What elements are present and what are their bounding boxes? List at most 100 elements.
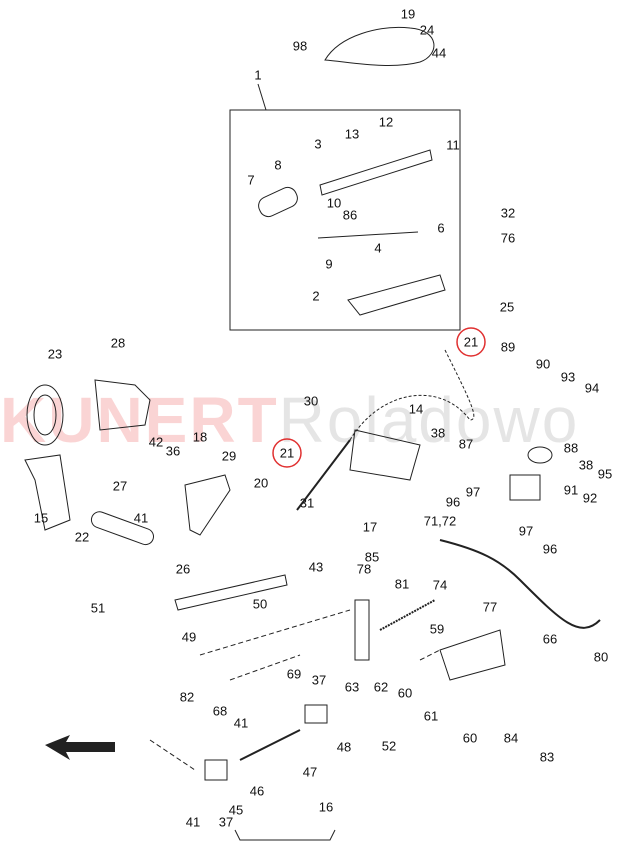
callout-28: 28 (110, 335, 126, 351)
highlight-circle (272, 438, 302, 468)
callout-32: 32 (500, 205, 516, 221)
callout-61: 61 (423, 708, 439, 724)
part-19-cover (324, 27, 435, 66)
callout-24: 24 (419, 22, 435, 38)
callout-9: 9 (325, 256, 333, 272)
callout-50: 50 (252, 596, 268, 612)
callout-22: 22 (74, 529, 90, 545)
callout-60: 60 (462, 730, 478, 746)
callout-37: 37 (311, 672, 327, 688)
callout-62: 62 (373, 679, 389, 695)
part-21-cable-rod (296, 439, 351, 511)
highlight-circle (456, 327, 486, 357)
part-47-rod (239, 729, 301, 761)
part-28-sleeve (94, 379, 151, 431)
callout-93: 93 (560, 369, 576, 385)
callout-96: 96 (542, 541, 558, 557)
callout-10: 10 (326, 195, 342, 211)
callout-90: 90 (535, 356, 551, 372)
part-23-bearing (26, 384, 64, 446)
part-14-bracket (349, 429, 421, 481)
callout-36: 36 (165, 443, 181, 459)
part-49-bar (174, 574, 288, 611)
part-48-clevis (304, 704, 328, 724)
callout-88: 88 (563, 440, 579, 456)
callout-92: 92 (582, 490, 598, 506)
callout-6: 6 (437, 220, 445, 236)
part-22-shaft (90, 511, 154, 546)
callout-41: 41 (133, 510, 149, 526)
callout-91: 91 (563, 482, 579, 498)
callout-81: 81 (394, 576, 410, 592)
watermark: KUNERTRoladowo (0, 383, 579, 457)
assembly-box (229, 109, 461, 331)
callout-97: 97 (465, 484, 481, 500)
callout-41: 41 (233, 715, 249, 731)
callout-21: 21 (463, 334, 479, 350)
part-88-valve (509, 474, 541, 501)
part-3-bracket (319, 149, 433, 196)
callout-7: 7 (247, 172, 255, 188)
callout-16: 16 (318, 799, 334, 815)
callout-29: 29 (221, 448, 237, 464)
callout-15: 15 (33, 510, 49, 526)
callout-18: 18 (192, 429, 208, 445)
callout-98: 98 (292, 38, 308, 54)
callout-41: 41 (185, 814, 201, 830)
callout-52: 52 (381, 738, 397, 754)
callout-66: 66 (542, 631, 558, 647)
callout-51: 51 (90, 600, 106, 616)
callout-45: 45 (228, 802, 244, 818)
callout-13: 13 (344, 126, 360, 142)
callout-25: 25 (499, 299, 515, 315)
callout-4: 4 (374, 240, 382, 256)
callout-69: 69 (286, 666, 302, 682)
callout-44: 44 (431, 45, 447, 61)
callout-20: 20 (253, 475, 269, 491)
part-45-clevis (204, 759, 228, 781)
callout-95: 95 (597, 466, 613, 482)
callout-3: 3 (314, 136, 322, 152)
callout-59: 59 (429, 621, 445, 637)
callout-8: 8 (274, 157, 282, 173)
direction-arrow-icon (45, 735, 115, 760)
callout-2: 2 (312, 288, 320, 304)
callout-11: 11 (446, 137, 460, 153)
callout-77: 77 (482, 599, 498, 615)
callout-43: 43 (308, 559, 324, 575)
callout-89: 89 (500, 339, 516, 355)
callout-96: 96 (445, 494, 461, 510)
group-16-bracket (234, 829, 336, 841)
bearing-inner (33, 394, 57, 436)
callout-97: 97 (518, 523, 534, 539)
part-29-lever (184, 474, 231, 536)
callout-23: 23 (47, 346, 63, 362)
callout-12: 12 (378, 114, 394, 130)
valve-cap (527, 446, 553, 464)
callout-31: 31 (299, 495, 315, 511)
callout-21: 21 (279, 445, 295, 461)
callout-38: 38 (578, 457, 594, 473)
watermark-brand: KUNERT (0, 384, 279, 456)
callout-68: 68 (212, 703, 228, 719)
part-15-fork (24, 454, 71, 531)
callout-80: 80 (593, 649, 609, 665)
callout-47: 47 (302, 764, 318, 780)
callout-17: 17 (362, 519, 378, 535)
callout-82: 82 (179, 689, 195, 705)
callout-1: 1 (254, 67, 262, 83)
callout-30: 30 (303, 393, 319, 409)
part-9-rod (317, 231, 419, 239)
callout-26: 26 (175, 561, 191, 577)
callout-83: 83 (539, 749, 555, 765)
callout-42: 42 (148, 434, 164, 450)
callout-27: 27 (112, 478, 128, 494)
callout-37: 37 (218, 814, 234, 830)
part-74-spring (379, 599, 436, 631)
callout-14: 14 (408, 401, 424, 417)
part-63-plate (354, 599, 370, 661)
callout-60: 60 (397, 685, 413, 701)
watermark-place: Roladowo (278, 384, 580, 456)
